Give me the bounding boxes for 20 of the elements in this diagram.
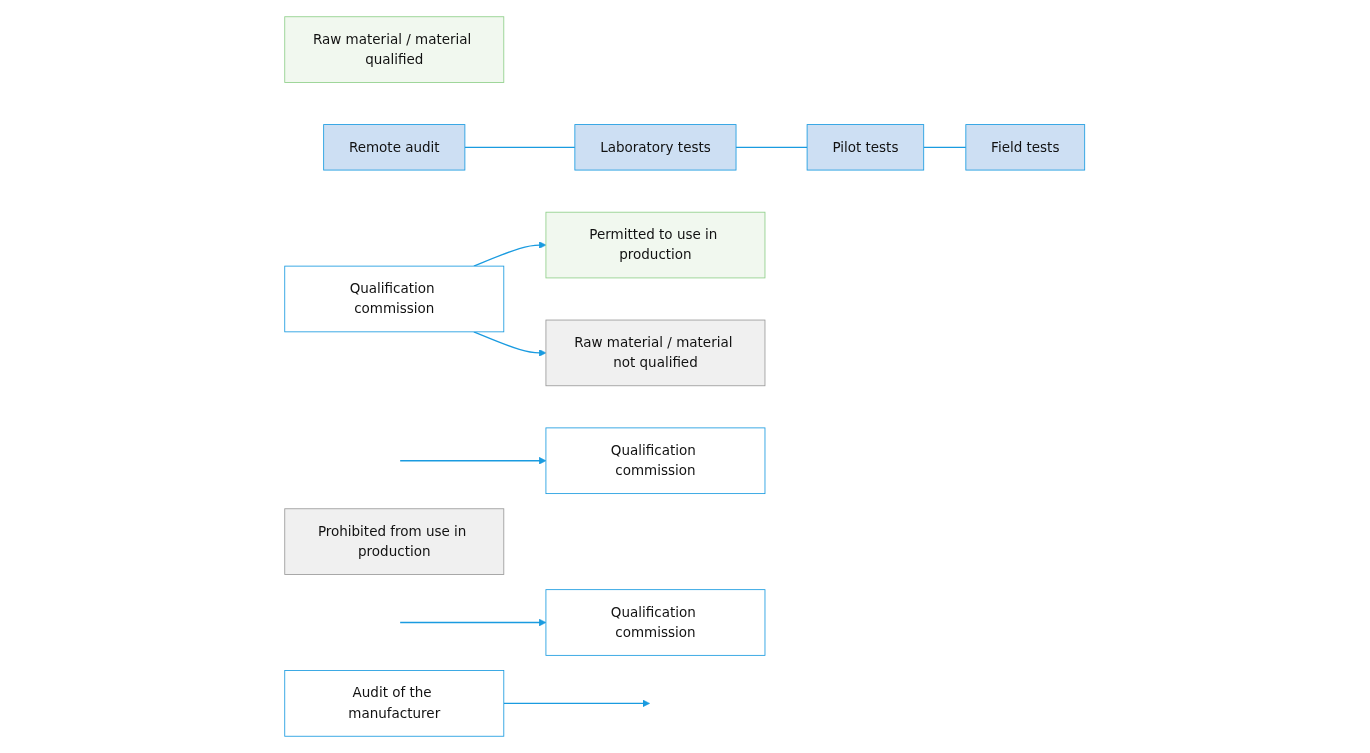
- node-box: Remote audit: [323, 124, 466, 171]
- arrow: [399, 457, 547, 465]
- arrow: [473, 241, 547, 267]
- node-box: Permitted to use in production: [545, 211, 766, 279]
- arrow: [399, 618, 547, 627]
- node-box: Prohibited from use in production: [284, 508, 505, 575]
- node-box: Laboratory tests: [574, 124, 737, 171]
- connector: [923, 146, 967, 148]
- node-box: Field tests: [965, 124, 1086, 171]
- arrow: [473, 331, 547, 357]
- node-box: Qualification commission: [284, 265, 505, 333]
- node-box: Raw material / material qualified: [284, 16, 505, 83]
- node-box: Qualification commission: [545, 427, 766, 495]
- node-box: Audit of the manufacturer: [284, 670, 505, 737]
- node-box: Raw material / material not qualified: [545, 319, 766, 387]
- node-box: Qualification commission: [545, 589, 766, 656]
- connector: [735, 146, 808, 148]
- arrow: [503, 699, 651, 708]
- connector: [464, 146, 576, 148]
- node-box: Pilot tests: [806, 124, 925, 171]
